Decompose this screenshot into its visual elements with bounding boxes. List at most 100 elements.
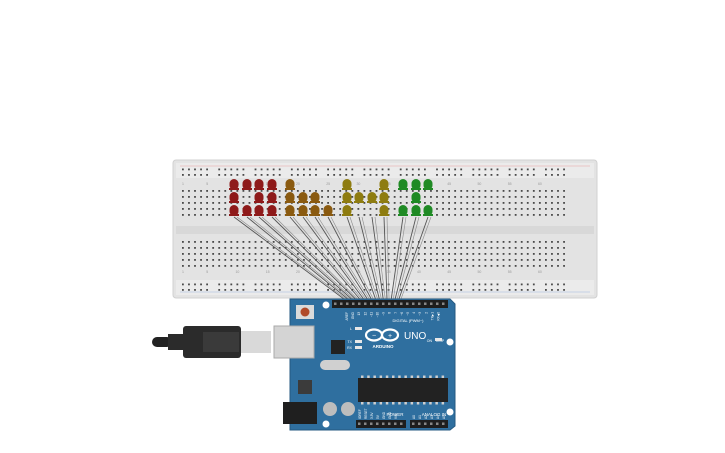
- led[interactable]: [267, 179, 277, 190]
- jumper-wires[interactable]: [233, 216, 432, 306]
- column-number-bottom: 10: [235, 270, 239, 274]
- column-number-bottom: 50: [477, 270, 481, 274]
- led[interactable]: [254, 192, 264, 203]
- led-column[interactable]: [354, 192, 364, 203]
- led[interactable]: [342, 205, 352, 216]
- jumper-wire[interactable]: [249, 216, 358, 306]
- jumper-wire[interactable]: [358, 216, 382, 306]
- jumper-wire[interactable]: [361, 216, 384, 306]
- led[interactable]: [342, 192, 352, 203]
- led-column[interactable]: [367, 192, 377, 203]
- led[interactable]: [411, 192, 421, 203]
- jumper-wire[interactable]: [302, 216, 369, 306]
- led[interactable]: [398, 179, 408, 190]
- led[interactable]: [379, 205, 389, 216]
- jumper-wire[interactable]: [327, 216, 375, 306]
- led[interactable]: [254, 179, 264, 190]
- usb-cable[interactable]: [152, 326, 271, 358]
- jumper-wire[interactable]: [374, 216, 387, 306]
- led-column[interactable]: [379, 179, 389, 216]
- led[interactable]: [379, 192, 389, 203]
- led[interactable]: [423, 179, 433, 190]
- crystal-oscillator: [320, 360, 350, 370]
- usb-chip: [331, 340, 345, 354]
- analog-pin-label: A3: [430, 415, 434, 419]
- jumper-wire[interactable]: [233, 216, 353, 306]
- led[interactable]: [285, 179, 295, 190]
- led[interactable]: [354, 192, 364, 203]
- digital-pin-label: TX▶1: [430, 312, 434, 321]
- led[interactable]: [323, 205, 333, 216]
- power-header[interactable]: [356, 420, 406, 428]
- led-column[interactable]: [298, 192, 308, 216]
- jumper-wire[interactable]: [346, 216, 379, 306]
- led-column[interactable]: [342, 179, 352, 216]
- led[interactable]: [310, 205, 320, 216]
- led-column[interactable]: [285, 179, 295, 216]
- jumper-wire[interactable]: [305, 216, 371, 306]
- led-column[interactable]: [323, 205, 333, 216]
- jumper-wire[interactable]: [389, 216, 404, 306]
- jumper-wire[interactable]: [236, 216, 355, 306]
- arduino-model-label: UNO: [404, 331, 426, 342]
- led-column[interactable]: [398, 179, 408, 216]
- led[interactable]: [342, 179, 352, 190]
- led[interactable]: [242, 179, 252, 190]
- led[interactable]: [298, 192, 308, 203]
- jumper-wire[interactable]: [261, 216, 361, 306]
- led[interactable]: [242, 205, 252, 216]
- arduino-uno-board[interactable]: − + ARDUINO UNO DIGITAL (PWM~) POWER ANA…: [273, 298, 456, 431]
- led[interactable]: [423, 205, 433, 216]
- led-column[interactable]: [267, 179, 277, 216]
- led[interactable]: [367, 192, 377, 203]
- led[interactable]: [398, 205, 408, 216]
- led-column[interactable]: [423, 179, 433, 216]
- jumper-wire[interactable]: [371, 216, 385, 306]
- led[interactable]: [298, 205, 308, 216]
- column-number-bottom: 45: [447, 270, 451, 274]
- led-column[interactable]: [310, 192, 320, 216]
- power-pin-label: RESET: [364, 408, 368, 419]
- jumper-wire[interactable]: [386, 216, 390, 306]
- reset-button[interactable]: [300, 307, 310, 317]
- led[interactable]: [310, 192, 320, 203]
- led[interactable]: [267, 192, 277, 203]
- led[interactable]: [229, 192, 239, 203]
- led[interactable]: [411, 179, 421, 190]
- led-array[interactable]: [229, 179, 433, 216]
- breadboard[interactable]: 1155101015152020252530303535404045455050…: [172, 159, 598, 299]
- analog-header[interactable]: [410, 420, 448, 428]
- jumper-wire[interactable]: [314, 216, 372, 306]
- digital-pin-label: ~6: [400, 312, 404, 316]
- led[interactable]: [285, 192, 295, 203]
- column-number-top: 25: [326, 182, 330, 186]
- jumper-wire[interactable]: [349, 216, 380, 306]
- led[interactable]: [267, 205, 277, 216]
- jumper-wire[interactable]: [271, 216, 362, 306]
- jumper-wire[interactable]: [393, 216, 417, 306]
- led-column[interactable]: [254, 179, 264, 216]
- jumper-wire[interactable]: [246, 216, 356, 306]
- led[interactable]: [411, 205, 421, 216]
- led[interactable]: [229, 179, 239, 190]
- led[interactable]: [285, 205, 295, 216]
- led[interactable]: [229, 205, 239, 216]
- jumper-wire[interactable]: [292, 216, 368, 306]
- led-column[interactable]: [242, 179, 252, 216]
- led-column[interactable]: [411, 179, 421, 216]
- jumper-wire[interactable]: [258, 216, 359, 306]
- led-column[interactable]: [229, 179, 239, 216]
- jumper-wire[interactable]: [289, 216, 366, 306]
- digital-pin-label: 13: [357, 312, 361, 316]
- jumper-wire[interactable]: [317, 216, 374, 306]
- jumper-wire[interactable]: [330, 216, 377, 306]
- jumper-wire[interactable]: [395, 216, 420, 306]
- led[interactable]: [379, 179, 389, 190]
- led[interactable]: [254, 205, 264, 216]
- jumper-wire[interactable]: [392, 216, 407, 306]
- jumper-wire[interactable]: [274, 216, 364, 306]
- jumper-wire[interactable]: [396, 216, 429, 306]
- jumper-wire[interactable]: [383, 216, 388, 306]
- jumper-wire[interactable]: [398, 216, 432, 306]
